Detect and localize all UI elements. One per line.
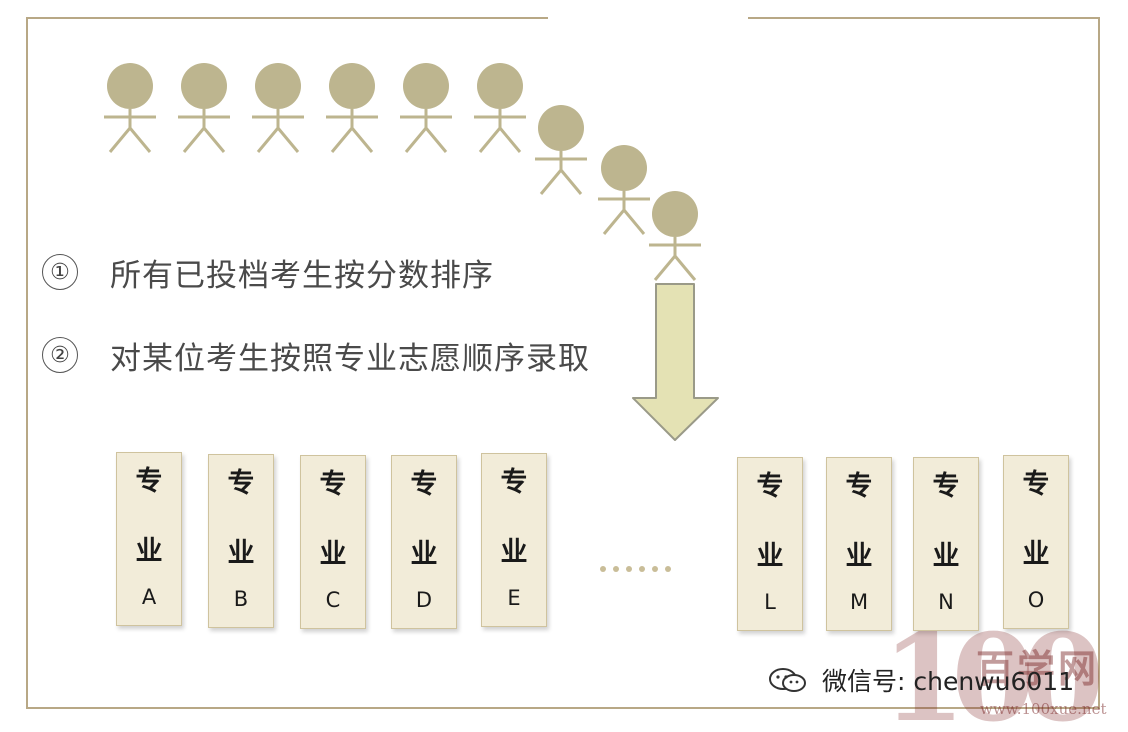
major-card-char-2: 业 bbox=[227, 538, 255, 569]
ellipsis-dot bbox=[600, 566, 606, 572]
major-card-letter: A bbox=[141, 585, 157, 609]
major-card-letter: L bbox=[764, 590, 776, 614]
logo-name: 百学网 bbox=[976, 646, 1100, 691]
frame-bottom bbox=[26, 707, 1100, 709]
major-card-char-1: 专 bbox=[227, 468, 255, 499]
ellipsis-dot bbox=[639, 566, 645, 572]
major-card-letter: E bbox=[507, 586, 521, 610]
major-card-letter: N bbox=[938, 590, 954, 614]
stick-figure-icon bbox=[324, 62, 380, 156]
step-1-number: ① bbox=[42, 254, 78, 290]
major-card-char-2: 业 bbox=[410, 539, 438, 570]
stick-figure-icon bbox=[533, 104, 589, 198]
major-card-char-1: 专 bbox=[756, 471, 784, 502]
stick-figure-icon bbox=[472, 62, 528, 156]
major-card-char-2: 业 bbox=[135, 536, 163, 567]
major-card-char-1: 专 bbox=[932, 471, 960, 502]
wechat-icon bbox=[769, 668, 806, 692]
major-card-char-1: 专 bbox=[1022, 469, 1050, 500]
arrow-down-icon bbox=[632, 283, 719, 441]
major-card-letter: C bbox=[325, 588, 341, 612]
step-2: ② 对某位考生按照专业志愿顺序录取 bbox=[42, 333, 590, 377]
wechat-watermark: 微信号: chenwu6011 bbox=[766, 662, 1074, 698]
ellipsis-dot bbox=[652, 566, 658, 572]
frame-top-left bbox=[26, 17, 548, 19]
major-card-char-2: 业 bbox=[756, 541, 784, 572]
major-card-char-1: 专 bbox=[410, 469, 438, 500]
step-1: ① 所有已投档考生按分数排序 bbox=[42, 250, 494, 294]
major-card-letter: D bbox=[415, 588, 433, 612]
stick-figure-icon bbox=[647, 190, 703, 284]
major-card-letter: O bbox=[1027, 588, 1045, 612]
stick-figure-icon bbox=[176, 62, 232, 156]
major-card-char-2: 业 bbox=[932, 541, 960, 572]
stick-figure-icon bbox=[250, 62, 306, 156]
major-card-char-2: 业 bbox=[500, 537, 528, 568]
frame-left bbox=[26, 17, 28, 709]
major-card-char-1: 专 bbox=[500, 467, 528, 498]
logo-url: www.100xue.net bbox=[980, 700, 1107, 718]
ellipsis-dot bbox=[665, 566, 671, 572]
ellipsis-dot bbox=[613, 566, 619, 572]
frame-right bbox=[1098, 17, 1100, 709]
frame-top-right bbox=[748, 17, 1100, 19]
wechat-id: 微信号: chenwu6011 bbox=[822, 667, 1075, 696]
major-card-char-2: 业 bbox=[845, 541, 873, 572]
stick-figure-icon bbox=[102, 62, 158, 156]
ellipsis bbox=[600, 566, 671, 572]
major-card-char-2: 业 bbox=[1022, 539, 1050, 570]
major-card-char-1: 专 bbox=[135, 466, 163, 497]
major-card-letter: M bbox=[849, 590, 869, 614]
step-2-number: ② bbox=[42, 337, 78, 373]
major-card-char-1: 专 bbox=[319, 469, 347, 500]
ellipsis-dot bbox=[626, 566, 632, 572]
major-card-char-1: 专 bbox=[845, 471, 873, 502]
stick-figure-icon bbox=[596, 144, 652, 238]
step-1-text: 所有已投档考生按分数排序 bbox=[110, 257, 494, 294]
stick-figure-icon bbox=[398, 62, 454, 156]
step-2-text: 对某位考生按照专业志愿顺序录取 bbox=[110, 340, 590, 377]
major-card-letter: B bbox=[233, 587, 249, 611]
major-card-char-2: 业 bbox=[319, 539, 347, 570]
